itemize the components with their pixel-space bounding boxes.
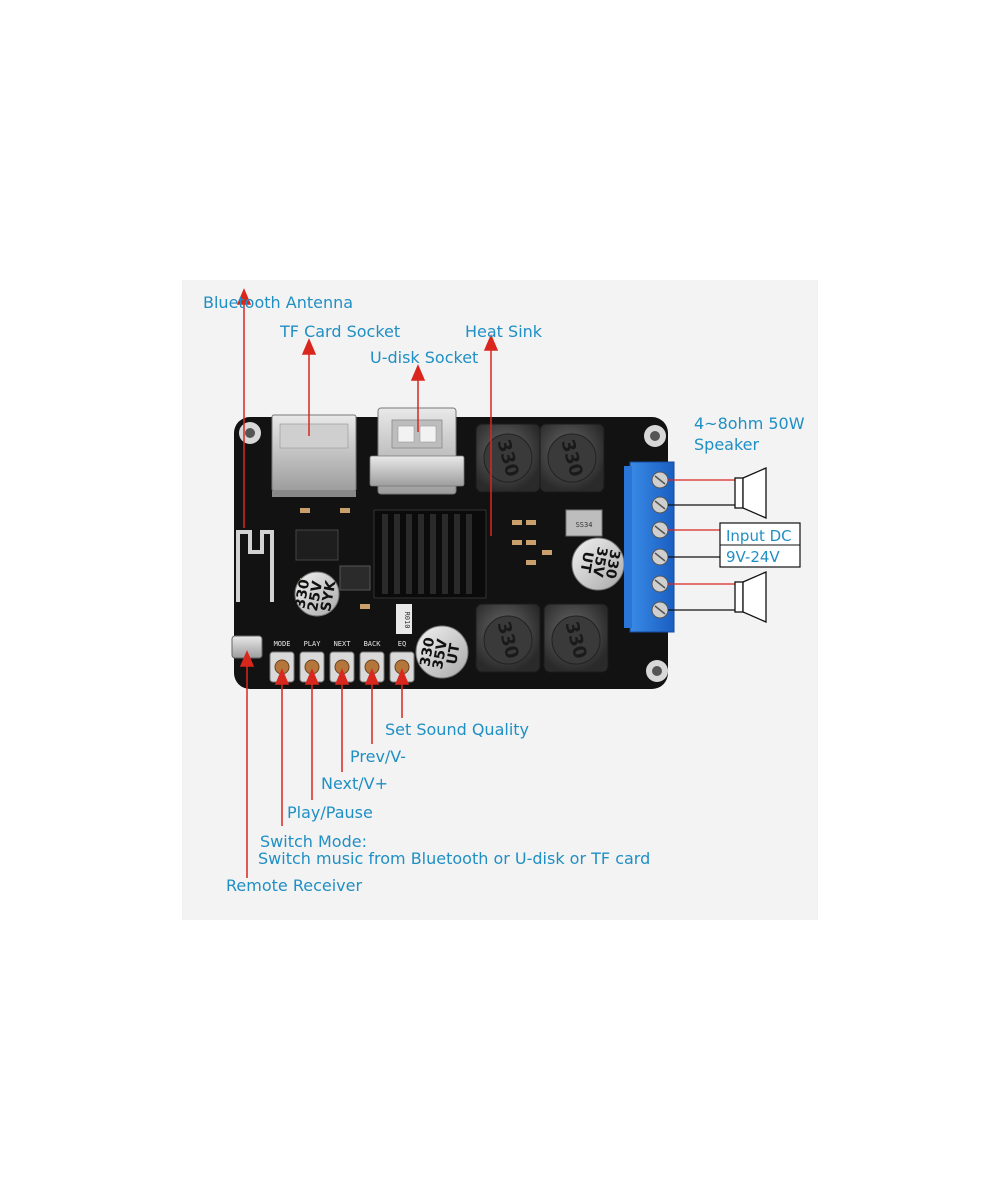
label-switch-mode-detail: Switch music from Bluetooth or U-disk or… — [258, 849, 650, 868]
label-u-disk-socket: U-disk Socket — [370, 348, 478, 367]
back-button[interactable] — [359, 651, 385, 683]
smd-chips: R010 SS34 — [295, 508, 603, 634]
label-switch-mode: Switch Mode: — [260, 832, 367, 851]
label-heat-sink: Heat Sink — [465, 322, 543, 341]
input-dc-range: 9V-24V — [726, 548, 780, 566]
label-next: Next/V+ — [321, 774, 388, 793]
svg-text:R010: R010 — [403, 612, 411, 629]
button-row: MODE PLAY NEXT BACK EQ — [269, 640, 415, 683]
silk-eq: EQ — [398, 640, 406, 648]
svg-text:330 25V SYK: 330 25V SYK — [292, 573, 339, 615]
capacitor-left: 330 25V SYK — [292, 571, 340, 617]
terminal-block — [624, 461, 675, 633]
inductor-bottom-right: 330 — [543, 603, 609, 673]
inductor-bottom-left: 330 — [475, 603, 541, 673]
inductor-top-left: 330 — [475, 423, 541, 493]
label-prev: Prev/V- — [350, 747, 406, 766]
silk-mode: MODE — [274, 640, 291, 648]
label-play-pause: Play/Pause — [287, 803, 373, 822]
svg-text:330 35V UT: 330 35V UT — [417, 631, 464, 673]
silk-next: NEXT — [334, 640, 352, 648]
label-speaker: Speaker — [694, 435, 760, 454]
label-remote-receiver: Remote Receiver — [226, 876, 362, 895]
label-speaker-spec: 4~8ohm 50W — [694, 414, 805, 433]
speaker-icon-bottom — [734, 571, 767, 623]
label-bluetooth-antenna: Bluetooth Antenna — [203, 293, 353, 312]
terminal-wires — [668, 479, 735, 611]
input-dc-label: Input DC — [726, 527, 792, 545]
capacitor-middle: 330 35V UT — [415, 625, 469, 679]
u-disk-socket-part — [369, 407, 465, 495]
svg-text:SS34: SS34 — [576, 521, 593, 529]
svg-text:330 35V UT: 330 35V UT — [575, 543, 622, 585]
label-set-sound-quality: Set Sound Quality — [385, 720, 529, 739]
mode-button[interactable] — [269, 651, 295, 683]
callout-labels: Bluetooth Antenna TF Card Socket U-disk … — [203, 293, 805, 895]
input-dc-box: Input DC 9V-24V — [719, 522, 801, 568]
heat-sink-part — [373, 509, 487, 599]
silk-play: PLAY — [304, 640, 322, 648]
silk-back: BACK — [364, 640, 382, 648]
play-button[interactable] — [299, 651, 325, 683]
speaker-icon-top — [734, 467, 767, 519]
leader-lines — [236, 288, 499, 878]
capacitor-right: 330 35V UT — [571, 537, 625, 591]
tf-card-socket-part — [271, 414, 357, 497]
inductor-top-right: 330 — [539, 423, 605, 493]
eq-button[interactable] — [389, 651, 415, 683]
antenna-trace — [236, 530, 274, 602]
label-tf-card-socket: TF Card Socket — [279, 322, 400, 341]
